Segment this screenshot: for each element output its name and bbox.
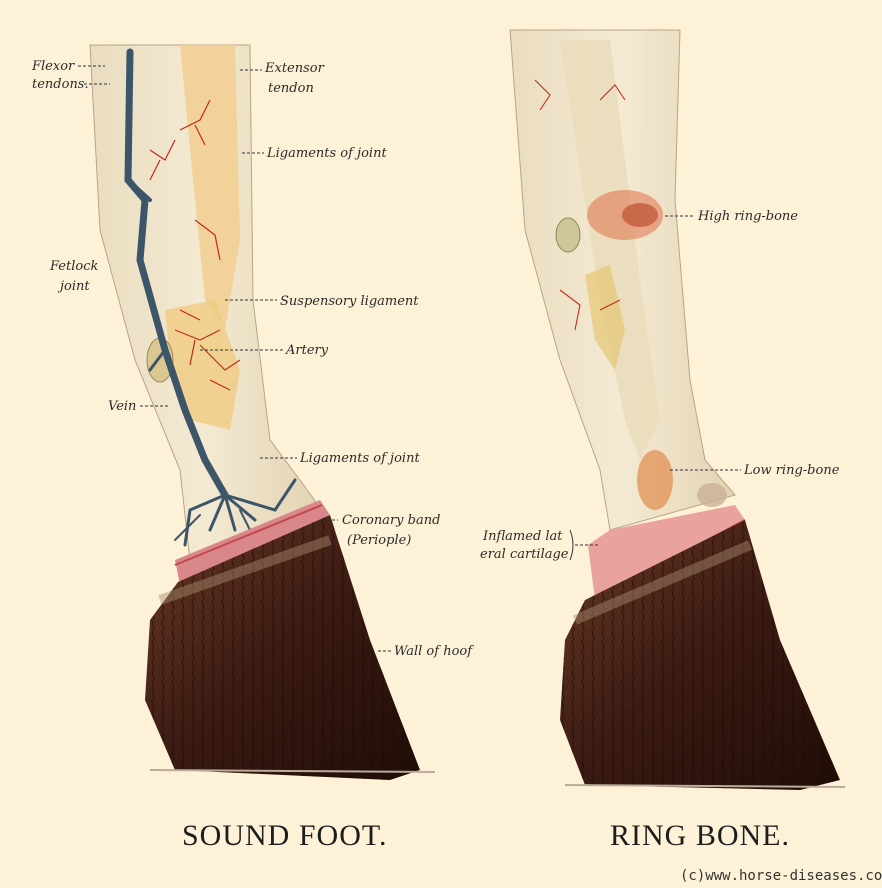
label-artery: Artery: [285, 343, 329, 358]
label-flexor: Flexor: [31, 59, 75, 74]
label-fetlock: Fetlock: [49, 259, 98, 274]
watermark-text: (c)www.horse-diseases.com: [680, 868, 882, 884]
label-wall-of-hoof: Wall of hoof: [394, 644, 474, 659]
label-ligaments-upper: Ligaments of joint: [266, 146, 387, 161]
label-coronary-2: (Periople): [347, 533, 411, 548]
label-vein: Vein: [108, 399, 136, 414]
low-ring-bone-lesion: [637, 450, 673, 510]
label-ligaments-lower: Ligaments of joint: [299, 451, 420, 466]
label-extensor-2: tendon: [268, 81, 314, 96]
label-inflamed: Inflamed lat: [482, 529, 563, 544]
label-flexor-2: tendons.: [32, 77, 89, 92]
label-coronary: Coronary band: [342, 513, 440, 528]
label-suspensory: Suspensory ligament: [280, 294, 419, 309]
caption-sound-foot: SOUND FOOT.: [182, 819, 387, 852]
caption-ring-bone: RING BONE.: [610, 819, 790, 852]
label-inflamed-2: eral cartilage: [480, 547, 569, 562]
ring-bone-figure: [510, 30, 845, 790]
label-fetlock-2: joint: [57, 279, 90, 294]
label-low-ring-bone: Low ring-bone: [743, 463, 840, 478]
label-extensor: Extensor: [264, 61, 325, 76]
ring-bone-joint-shape: [556, 218, 580, 252]
label-high-ring-bone: High ring-bone: [697, 209, 798, 224]
